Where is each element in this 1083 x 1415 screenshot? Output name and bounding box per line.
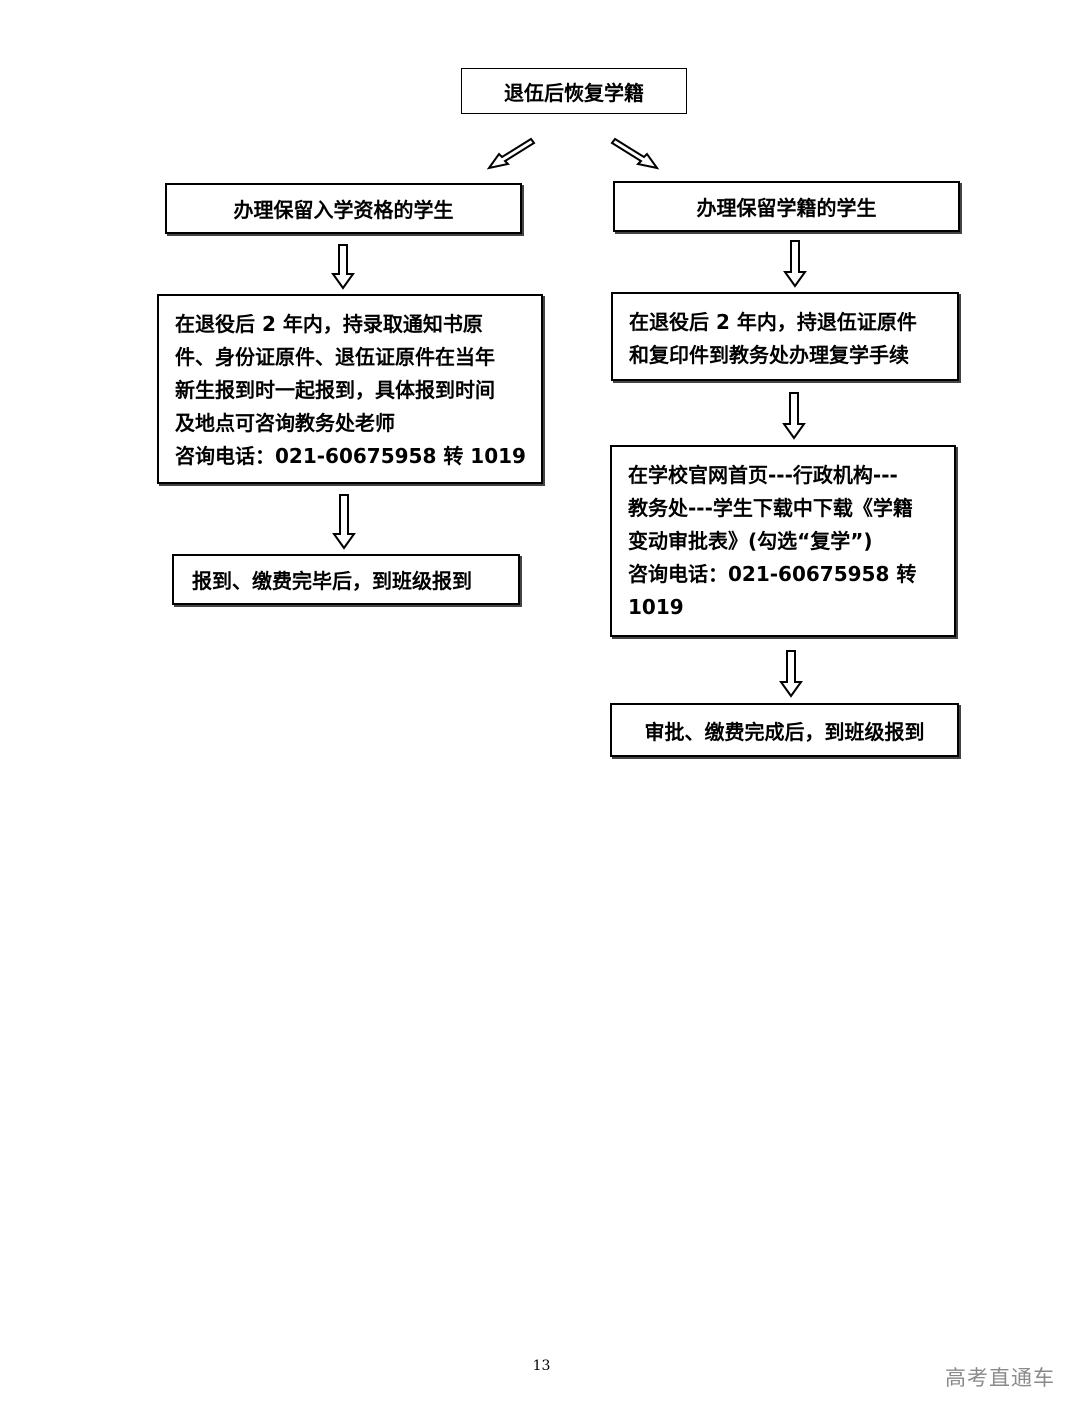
left-detail-line-3: 新生报到时一起报到，具体报到时间 xyxy=(175,378,495,402)
page-number: 13 xyxy=(532,1358,551,1374)
right-detail-box: 在退役后 2 年内，持退伍证原件 和复印件到教务处办理复学手续 xyxy=(611,292,959,381)
right-heading-box: 办理保留学籍的学生 xyxy=(613,181,960,232)
left-heading-box: 办理保留入学资格的学生 xyxy=(165,183,522,234)
left-heading-text: 办理保留入学资格的学生 xyxy=(233,198,454,222)
arrow-to-right-branch xyxy=(610,137,660,170)
left-contact-line: 咨询电话：021-60675958 转 1019 xyxy=(175,444,526,468)
right-detail-line-2: 和复印件到教务处办理复学手续 xyxy=(629,343,909,367)
arrow-down-right-1 xyxy=(783,240,807,288)
left-detail-line-4: 及地点可咨询教务处老师 xyxy=(175,411,395,435)
right-download-line-1: 在学校官网首页---行政机构--- xyxy=(628,463,898,487)
left-final-box: 报到、缴费完毕后，到班级报到 xyxy=(172,554,520,605)
right-download-line-3: 变动审批表》(勾选“复学”) xyxy=(628,529,873,553)
arrow-down-left-1 xyxy=(331,244,355,290)
left-detail-box: 在退役后 2 年内，持录取通知书原 件、身份证原件、退伍证原件在当年 新生报到时… xyxy=(157,294,543,484)
arrow-down-right-2 xyxy=(782,392,806,440)
arrow-down-left-2 xyxy=(332,494,356,550)
arrow-to-left-branch xyxy=(486,137,536,170)
title-box: 退伍后恢复学籍 xyxy=(461,68,687,114)
right-final-box: 审批、缴费完成后，到班级报到 xyxy=(610,703,959,757)
right-download-line-2: 教务处---学生下载中下载《学籍 xyxy=(628,496,913,520)
right-detail-line-1: 在退役后 2 年内，持退伍证原件 xyxy=(629,310,917,334)
title-text: 退伍后恢复学籍 xyxy=(504,80,644,105)
arrow-down-right-3 xyxy=(779,650,803,698)
left-detail-line-1: 在退役后 2 年内，持录取通知书原 xyxy=(175,312,483,336)
left-final-text: 报到、缴费完毕后，到班级报到 xyxy=(192,569,472,593)
right-final-text: 审批、缴费完成后，到班级报到 xyxy=(644,719,925,744)
right-contact-ext-line: 1019 xyxy=(628,595,684,619)
watermark: 高考直通车 xyxy=(945,1366,1055,1390)
right-contact-line: 咨询电话：021-60675958 转 xyxy=(628,562,917,586)
left-detail-line-2: 件、身份证原件、退伍证原件在当年 xyxy=(175,345,495,369)
right-heading-text: 办理保留学籍的学生 xyxy=(696,196,877,220)
right-download-box: 在学校官网首页---行政机构--- 教务处---学生下载中下载《学籍 变动审批表… xyxy=(610,445,956,637)
